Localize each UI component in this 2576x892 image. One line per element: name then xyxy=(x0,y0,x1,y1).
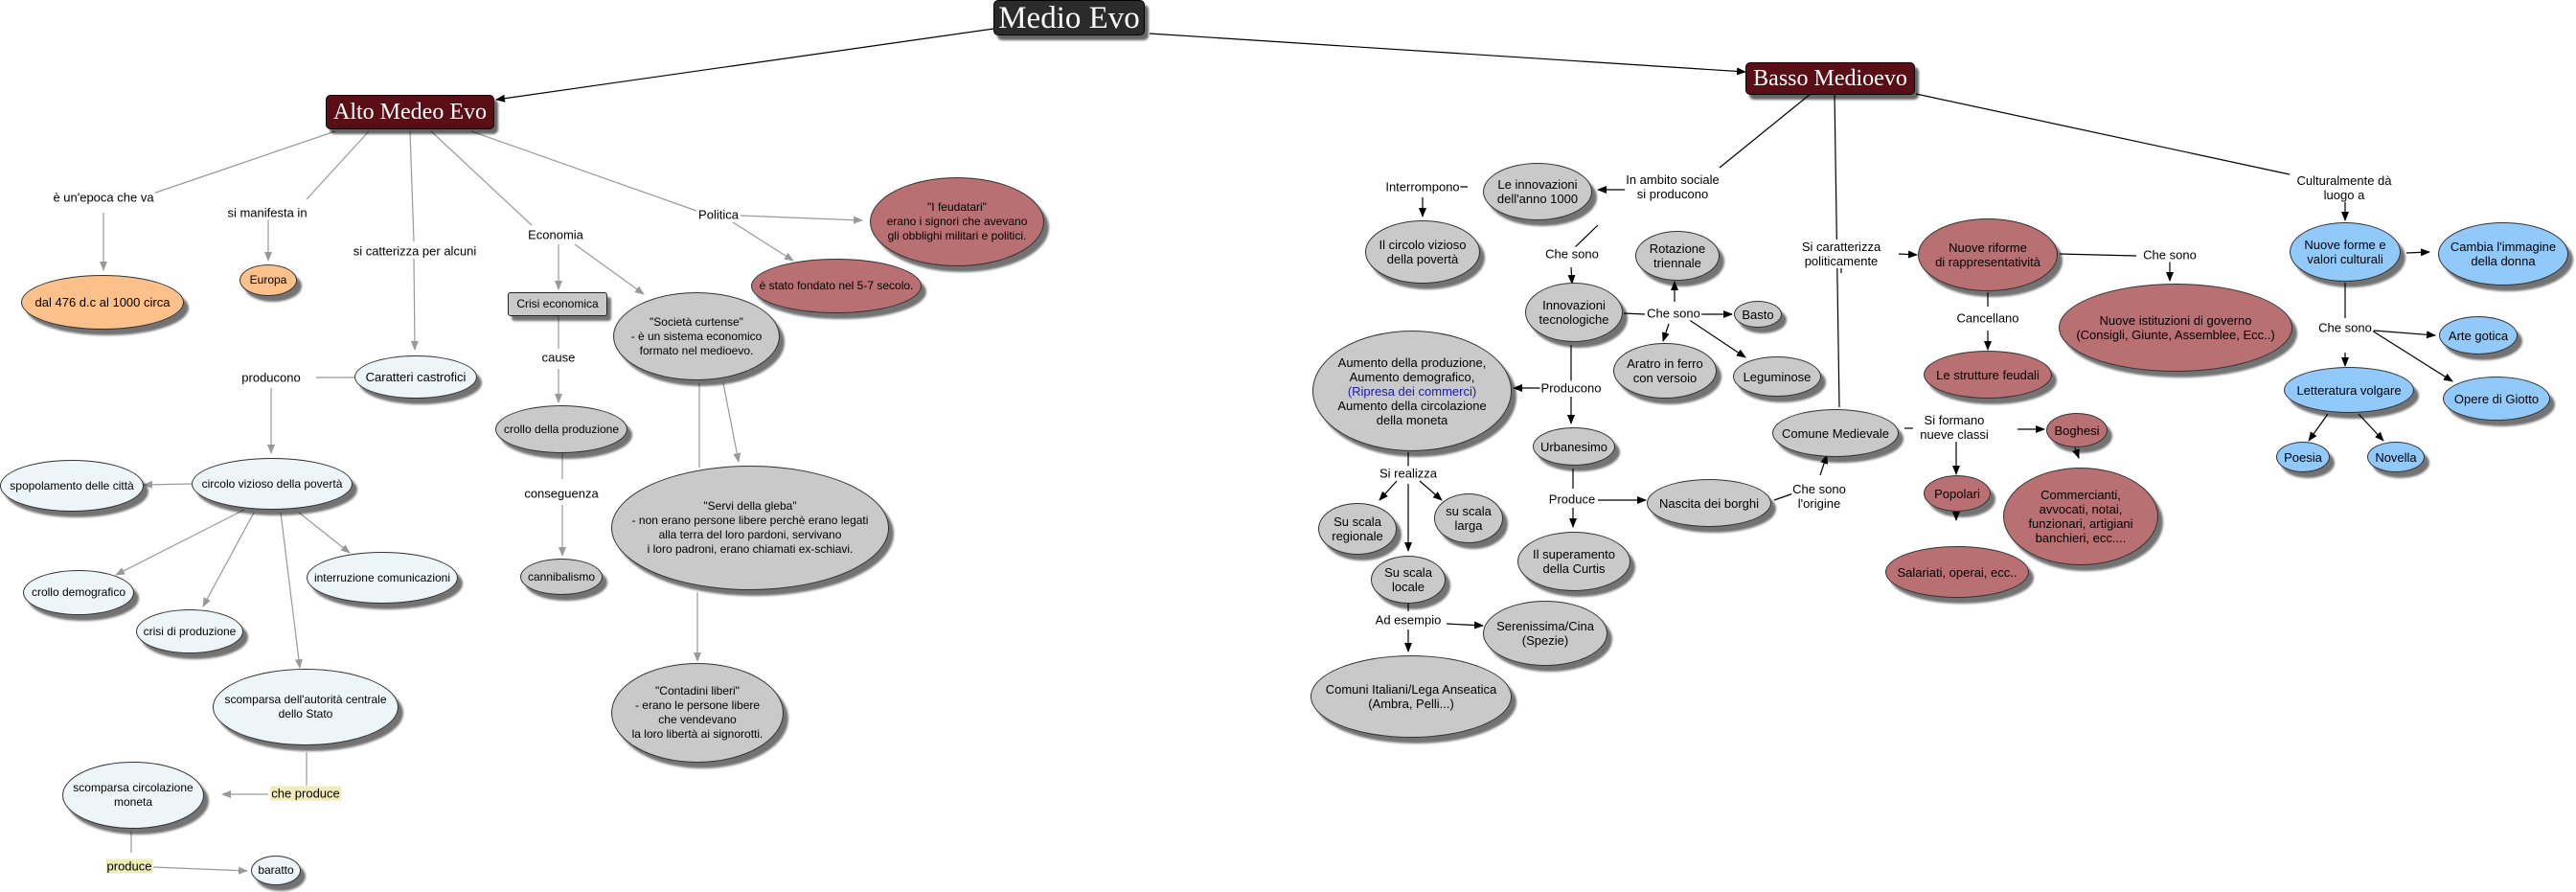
node-crollo-demografico[interactable]: crollo demografico xyxy=(23,570,134,615)
node-nuove-riforme[interactable]: Nuove riforme di rappresentatività xyxy=(1918,218,2058,291)
node-letteratura-volgare[interactable]: Letteratura volgare xyxy=(2284,367,2414,413)
node-innovazioni-tecnologiche[interactable]: Innovazioni tecnologiche xyxy=(1525,283,1623,342)
node-superamento-curtis[interactable]: Il superamento della Curtis xyxy=(1517,532,1630,591)
label-che-sono-origine: Che sono l'origine xyxy=(1791,482,1847,511)
node-rotazione-triennale[interactable]: Rotazione triennale xyxy=(1635,231,1720,281)
node-contadini-liberi[interactable]: "Contadini liberi" - erano le persone li… xyxy=(611,663,784,763)
label-che-sono: Che sono xyxy=(1544,246,1600,262)
node-scala-locale[interactable]: Su scala locale xyxy=(1371,556,1446,604)
node-europa[interactable]: Europa xyxy=(239,264,297,296)
node-novella[interactable]: Novella xyxy=(2367,442,2425,472)
node-popolari[interactable]: Popolari xyxy=(1924,475,1991,512)
aumento-text-1: Aumento della produzione, Aumento demogr… xyxy=(1337,355,1487,384)
label-producono: producono xyxy=(240,370,302,385)
label-produce: produce xyxy=(105,858,153,874)
node-crollo-produzione[interactable]: crollo della produzione xyxy=(495,405,627,453)
node-scomparsa-moneta[interactable]: scomparsa circolazione moneta xyxy=(62,762,204,829)
node-baratto[interactable]: baratto xyxy=(251,856,301,885)
node-nascita-borghi[interactable]: Nascita dei borghi xyxy=(1647,479,1771,527)
node-crisi-economica[interactable]: Crisi economica xyxy=(508,292,607,316)
label-che-sono-cultura: Che sono xyxy=(2317,320,2373,335)
node-cannibalismo[interactable]: cannibalismo xyxy=(520,559,603,595)
node-scala-regionale[interactable]: Su scala regionale xyxy=(1318,503,1397,555)
ripresa-commerci-link[interactable]: (Ripresa dei commerci) xyxy=(1347,383,1477,399)
node-stato-fondato[interactable]: è stato fondato nel 5-7 secolo. xyxy=(751,259,922,313)
label-si-realizza: Si realizza xyxy=(1379,466,1438,481)
label-che-produce: che produce xyxy=(270,786,341,801)
node-date-range[interactable]: dal 476 d.c al 1000 circa xyxy=(21,275,184,330)
root-title[interactable]: Medio Evo xyxy=(993,0,1145,35)
node-serenissima-cina[interactable]: Serenissima/Cina (Spezie) xyxy=(1483,601,1607,666)
aumento-text-2: Aumento della circolazione della moneta xyxy=(1337,398,1487,427)
node-societa-curtense[interactable]: "Società curtense" - è un sistema econom… xyxy=(613,292,780,380)
node-circolo-vizioso-poverta[interactable]: Il circolo vizioso della povertà xyxy=(1365,220,1480,284)
label-cause: cause xyxy=(540,350,577,365)
node-urbanesimo[interactable]: Urbanesimo xyxy=(1533,427,1615,466)
node-strutture-feudali[interactable]: Le strutture feudali xyxy=(1924,351,2052,399)
node-caratteri-castrofici[interactable]: Caratteri castrofici xyxy=(354,355,477,399)
label-che-sono-istituzioni: Che sono xyxy=(2142,247,2198,263)
node-leguminose[interactable]: Leguminose xyxy=(1733,356,1821,397)
label-conseguenza: conseguenza xyxy=(523,486,600,501)
node-opere-giotto[interactable]: Opere di Giotto xyxy=(2443,377,2550,421)
label-culturalmente: Culturalmente dà luogo a xyxy=(2295,173,2393,202)
node-commercianti[interactable]: Commercianti, avvocati, notai, funzionar… xyxy=(2003,468,2158,565)
node-salariati[interactable]: Salariati, operai, ecc.. xyxy=(1885,546,2029,598)
label-ad-esempio: Ad esempio xyxy=(1374,612,1443,628)
node-arte-gotica[interactable]: Arte gotica xyxy=(2439,316,2518,355)
label-economia: Economia xyxy=(527,227,584,242)
node-basto[interactable]: Basto xyxy=(1734,301,1782,328)
node-scala-larga[interactable]: su scala larga xyxy=(1434,493,1503,543)
label-producono: Producono xyxy=(1539,380,1603,396)
node-interruzione-comunicazioni[interactable]: interruzione comunicazioni xyxy=(307,552,458,604)
node-aratro-ferro[interactable]: Aratro in ferro con versoio xyxy=(1613,343,1717,399)
basso-medioevo-title[interactable]: Basso Medioevo xyxy=(1745,62,1915,95)
node-servi-gleba[interactable]: "Servi della gleba" - non erano persone … xyxy=(611,466,889,590)
label-che-sono-tec: Che sono xyxy=(1646,306,1701,321)
node-spopolamento[interactable]: spopolamento delle città xyxy=(0,460,144,512)
node-comune-medievale[interactable]: Comune Medievale xyxy=(1772,409,1899,457)
label-catterizza: si catterizza per alcuni xyxy=(352,243,478,259)
label-cancellano: Cancellano xyxy=(1955,310,2020,326)
node-immagine-donna[interactable]: Cambia l'immagine della donna xyxy=(2438,222,2568,286)
node-innovazioni-1000[interactable]: Le innovazioni dell'anno 1000 xyxy=(1483,163,1592,220)
label-si-caratterizza: Si caratterizza politicamente xyxy=(1800,240,1882,268)
label-produce: Produce xyxy=(1547,492,1597,507)
label-si-formano: Si formano nueve classi xyxy=(1919,413,1990,442)
node-feudatari[interactable]: "I feudatari" erano i signori che avevan… xyxy=(870,177,1044,266)
alto-medioevo-title[interactable]: Alto Medeo Evo xyxy=(326,95,494,129)
node-scomparsa-stato[interactable]: scomparsa dell'autorità centrale dello S… xyxy=(213,669,399,745)
node-nuove-istituzioni[interactable]: Nuove istituzioni di governo (Consigli, … xyxy=(2059,284,2292,372)
node-comuni-italiani[interactable]: Comuni Italiani/Lega Anseatica (Ambra, P… xyxy=(1311,655,1512,738)
node-borghesi[interactable]: Boghesi xyxy=(2046,413,2108,447)
label-manifesta: si manifesta in xyxy=(226,205,308,220)
node-crisi-produzione[interactable]: crisi di produzione xyxy=(136,609,243,653)
label-epoca: è un'epoca che va xyxy=(52,190,155,205)
node-poesia[interactable]: Poesia xyxy=(2276,442,2330,472)
node-aumento-produzione[interactable]: Aumento della produzione, Aumento demogr… xyxy=(1312,331,1512,451)
label-politica: Politica xyxy=(697,207,740,222)
label-interrompono: Interrompono xyxy=(1384,179,1461,194)
node-circolo-vizioso[interactable]: circolo vizioso della povertà xyxy=(192,458,353,510)
label-ambito-sociale: In ambito sociale si producono xyxy=(1625,172,1721,201)
node-nuove-forme-culturali[interactable]: Nuove forme e valori culturali xyxy=(2290,222,2401,282)
